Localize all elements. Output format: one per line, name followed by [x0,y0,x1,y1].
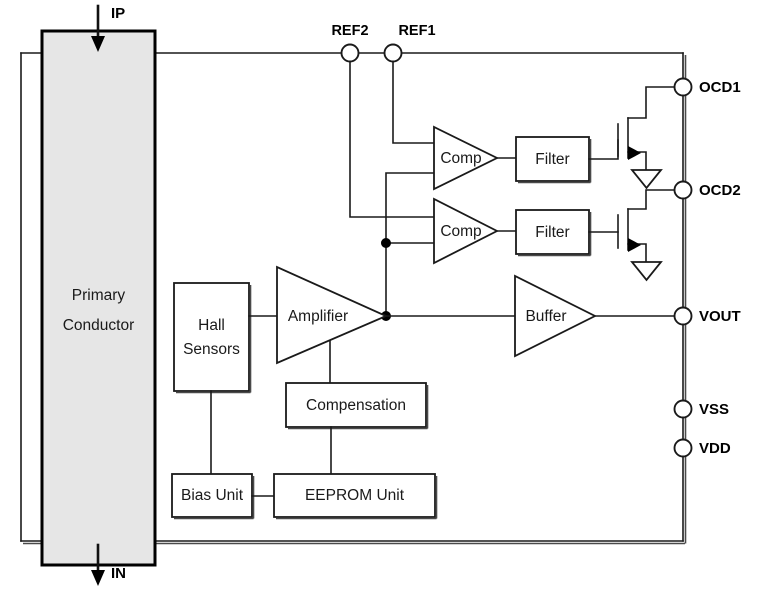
in-arrow-head [91,570,105,586]
current-out-arrow-in [91,543,105,586]
ref1-label: REF1 [398,23,435,39]
mosfet-1-gate-lead [588,139,619,160]
mosfet-1-ground-symbol [630,169,663,190]
vout-pin-circle[interactable] [673,306,693,326]
ocd1-label: OCD1 [699,79,741,96]
primary-conductor-block[interactable]: Primary Conductor [40,29,157,567]
ref1-pin-circle[interactable] [383,43,403,63]
eeprom-unit-box[interactable] [273,473,436,518]
ref2-wire [349,60,435,218]
vss-pin-circle[interactable] [673,399,693,419]
filter-1-group[interactable]: Filter [515,136,592,184]
ocd1-pin-circle[interactable] [673,77,693,97]
bias-unit-shadow [174,476,255,520]
vdd-label: VDD [699,440,731,457]
amplifier-label: Amplifier [288,308,348,325]
hall-sensors-label-line1: Hall [198,317,225,334]
comparator-2-label: Comp [440,223,481,240]
amplifier-output-bus [381,172,435,321]
bias-unit-group[interactable]: Bias Unit [171,473,275,520]
buffer-triangle[interactable] [514,274,598,358]
amplifier-triangle[interactable] [276,265,389,365]
compensation-label: Compensation [306,397,406,414]
current-in-arrow-ip [91,4,105,52]
ref2-label: REF2 [331,23,368,39]
mosfet-2-group [588,189,675,282]
vout-pin-group[interactable] [673,306,693,326]
filter-1-label: Filter [535,151,569,168]
filter-2-label: Filter [535,224,569,241]
hall-sensors-group[interactable]: Hall Sensors [173,282,278,475]
buffer-group[interactable]: Buffer [514,274,675,358]
hall-sensors-label-line2: Sensors [183,341,240,358]
amplifier-group[interactable]: Amplifier [276,265,516,384]
ref2-pin-circle[interactable] [340,43,360,63]
vout-label: VOUT [699,308,741,325]
vss-pin-group[interactable] [673,399,693,419]
ip-label: IP [111,5,125,22]
eeprom-unit-group[interactable]: EEPROM Unit [273,473,438,520]
vdd-pin-group[interactable] [673,438,693,458]
ocd2-label: OCD2 [699,182,741,199]
ref1-pin-group[interactable] [383,43,435,144]
comparator-2-group[interactable]: Comp [433,197,517,265]
compensation-group[interactable]: Compensation [285,382,429,475]
compensation-shadow [288,385,429,430]
mosfet-2-drain-wire [627,189,675,210]
mosfet-2-source-arrow [628,238,641,252]
vdd-pin-circle[interactable] [673,438,693,458]
comparator-2-triangle[interactable] [433,197,499,265]
bias-unit-label: Bias Unit [181,487,244,504]
mosfet-1-drain-wire [627,86,675,119]
in-label: IN [111,565,126,582]
ocd1-pin-group[interactable] [673,77,693,97]
filter-2-group[interactable]: Filter [515,209,592,257]
ocd2-pin-circle[interactable] [673,180,693,200]
mosfet-2-ground-symbol [630,261,663,282]
ip-arrow-head [91,36,105,52]
buffer-label: Buffer [525,308,566,325]
primary-conductor-label-line2: Conductor [63,317,135,334]
mosfet-1-group [588,86,675,190]
amp-bus-to-comp1 [385,172,435,244]
filter-2-shadow [518,212,592,257]
eeprom-unit-shadow [276,476,438,520]
mosfet-1-source-arrow [628,146,641,160]
eeprom-unit-label: EEPROM Unit [305,487,405,504]
filter-1-shadow [518,139,592,184]
ocd2-pin-group[interactable] [673,180,693,200]
comparator-1-label: Comp [440,150,481,167]
comparator-1-triangle[interactable] [433,125,500,191]
vss-label: VSS [699,401,729,418]
compensation-box[interactable] [285,382,427,428]
hall-sensors-box[interactable] [173,282,250,392]
primary-conductor-label-line1: Primary [72,287,126,304]
ref2-pin-group[interactable] [340,43,435,218]
amp-bus-junction-upper [381,238,391,248]
comparator-1-group[interactable]: Comp [433,125,517,191]
ref1-wire [392,60,435,144]
filter-2-box[interactable] [515,209,590,255]
hall-sensors-shadow [176,285,252,394]
